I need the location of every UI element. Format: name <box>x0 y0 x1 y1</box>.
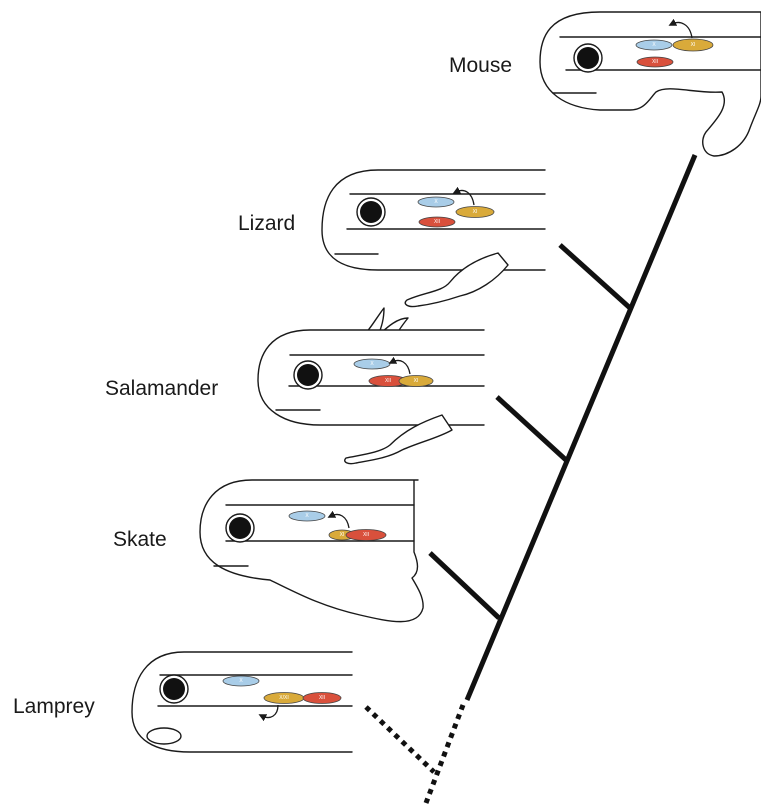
svg-text:XI: XI <box>340 532 345 538</box>
lamprey-pupil <box>163 678 185 700</box>
mouse-pupil <box>577 47 599 69</box>
species-skate: X XI XII Skate <box>113 480 423 622</box>
svg-text:XII: XII <box>319 695 325 701</box>
branch-lizard <box>560 245 630 308</box>
species-label-salamander: Salamander <box>105 377 218 400</box>
gene-x-xi: X/XI <box>264 693 304 704</box>
branch-salamander <box>497 397 566 460</box>
species-lamprey: X X/XI XII Lamprey <box>13 652 352 752</box>
branch-lamprey-dotted <box>366 707 434 772</box>
branch-skate <box>430 553 499 618</box>
gene-xii: XII <box>419 217 455 227</box>
svg-text:XII: XII <box>434 219 440 225</box>
gene-x: X <box>636 40 672 50</box>
gene-x: X <box>418 197 454 207</box>
gene-xii: XII <box>637 57 673 67</box>
species-salamander: X XII XI Salamander <box>105 308 484 464</box>
gene-xii: XII <box>303 693 341 704</box>
svg-text:X/XI: X/XI <box>279 695 288 701</box>
species-label-lizard: Lizard <box>238 212 295 235</box>
salamander-body <box>258 330 484 425</box>
species-label-lamprey: Lamprey <box>13 695 95 718</box>
svg-text:XI: XI <box>414 378 419 384</box>
gene-x: X <box>354 359 390 369</box>
gene-x: X <box>289 511 325 521</box>
gene-xi: XI <box>399 376 433 387</box>
gene-x: X <box>223 676 259 686</box>
svg-text:XII: XII <box>652 59 658 65</box>
svg-text:XII: XII <box>363 532 369 538</box>
lizard-pupil <box>360 201 382 223</box>
svg-text:XI: XI <box>473 209 478 215</box>
gene-xi: XI <box>456 207 494 218</box>
species-lizard: X XI XII Lizard <box>238 170 545 307</box>
salamander-pupil <box>297 364 319 386</box>
svg-text:XI: XI <box>691 42 696 48</box>
species-mouse: X XI XII Mouse <box>449 12 761 156</box>
species-label-mouse: Mouse <box>449 54 512 77</box>
skate-body <box>200 480 423 622</box>
tree-root-dotted <box>426 705 463 803</box>
mouse-body <box>540 12 761 156</box>
gene-xii: XII <box>346 530 386 541</box>
species-label-skate: Skate <box>113 528 167 551</box>
svg-text:XII: XII <box>385 378 391 384</box>
lamprey-oral-disc <box>147 728 181 744</box>
skate-pupil <box>229 517 251 539</box>
gene-xi: XI <box>673 39 713 51</box>
